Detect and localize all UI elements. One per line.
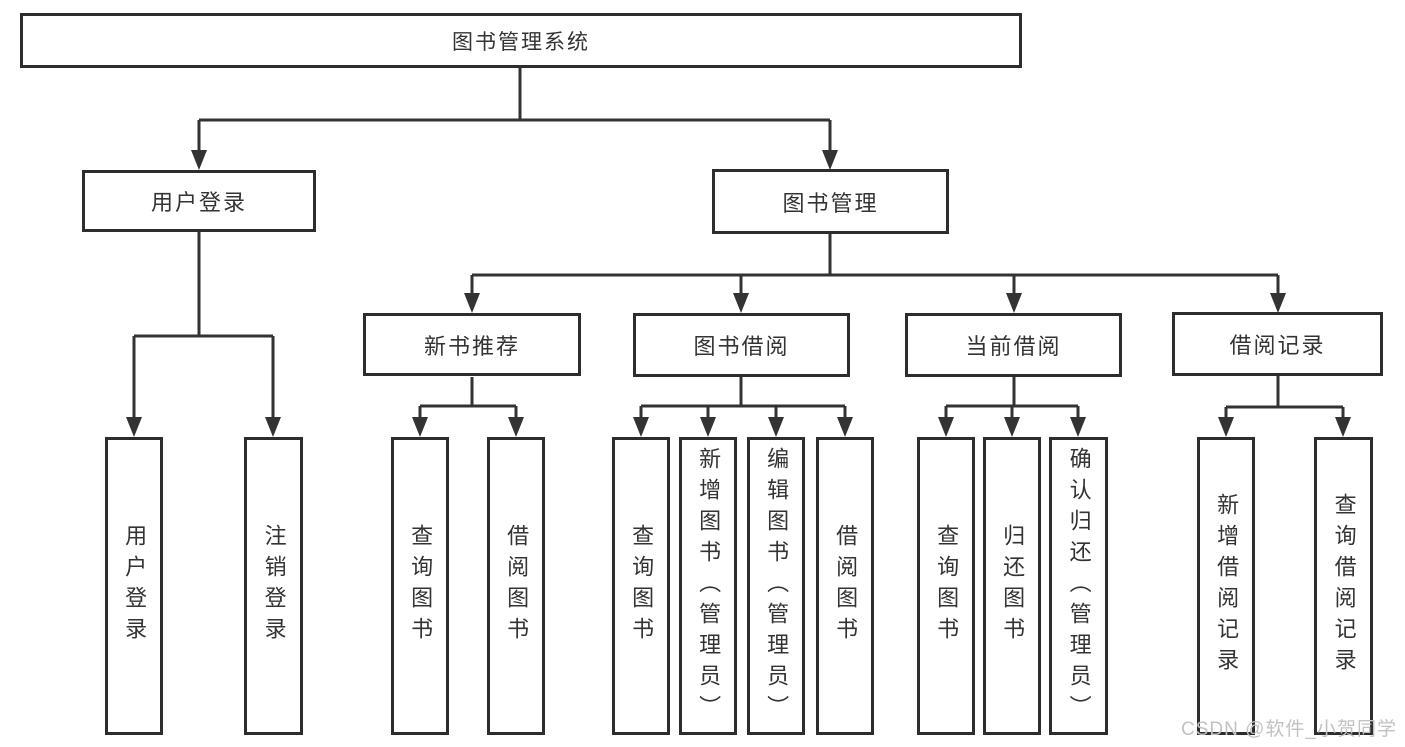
leaf-edit-books-admin: 编辑图书（管理员） bbox=[747, 437, 805, 735]
node-label: 图书管理系统 bbox=[452, 30, 590, 54]
leaf-label: 查询图书 bbox=[629, 524, 655, 648]
leaf-add-books-admin: 新增图书（管理员） bbox=[679, 437, 737, 735]
leaf-query-books-recommend: 查询图书 bbox=[391, 437, 449, 735]
leaf-label: 注销登录 bbox=[261, 524, 287, 648]
node-book-management: 图书管理 bbox=[712, 169, 949, 234]
node-current-borrowing: 当前借阅 bbox=[905, 313, 1122, 377]
node-book-borrowing: 图书借阅 bbox=[633, 313, 850, 377]
csdn-watermark: CSDN @软件_小贺同学 bbox=[1181, 719, 1397, 740]
leaf-label: 查询图书 bbox=[934, 524, 960, 648]
leaf-label: 用户登录 bbox=[122, 524, 148, 648]
leaf-query-borrow-record: 查询借阅记录 bbox=[1314, 437, 1373, 735]
leaf-logout: 注销登录 bbox=[244, 437, 303, 735]
node-borrowing-records: 借阅记录 bbox=[1172, 312, 1383, 376]
leaf-add-borrow-record: 新增借阅记录 bbox=[1197, 437, 1255, 735]
leaf-query-books-borrow: 查询图书 bbox=[612, 437, 670, 735]
leaf-label: 借阅图书 bbox=[833, 524, 859, 648]
node-label: 用户登录 bbox=[150, 190, 247, 215]
node-label: 图书管理 bbox=[782, 190, 879, 216]
leaf-label: 编辑图书（管理员） bbox=[764, 446, 790, 726]
leaf-label: 查询借阅记录 bbox=[1331, 493, 1357, 679]
node-label: 当前借阅 bbox=[965, 334, 1062, 359]
leaf-label: 新增借阅记录 bbox=[1214, 493, 1240, 679]
node-label: 图书借阅 bbox=[693, 334, 790, 359]
leaf-return-books: 归还图书 bbox=[983, 437, 1041, 735]
leaf-label: 借阅图书 bbox=[504, 524, 530, 648]
node-library-management-system: 图书管理系统 bbox=[20, 13, 1022, 68]
leaf-label: 查询图书 bbox=[408, 524, 434, 648]
leaf-user-login: 用户登录 bbox=[105, 437, 163, 735]
leaf-label: 新增图书（管理员） bbox=[696, 446, 722, 726]
node-label: 新书推荐 bbox=[423, 333, 520, 359]
leaf-label: 确认归还（管理员） bbox=[1066, 446, 1092, 726]
leaf-confirm-return-admin: 确认归还（管理员） bbox=[1049, 437, 1108, 735]
leaf-borrow-books-recommend: 借阅图书 bbox=[487, 437, 545, 735]
leaf-borrow-books: 借阅图书 bbox=[816, 437, 874, 735]
node-label: 借阅记录 bbox=[1229, 333, 1326, 358]
leaf-label: 归还图书 bbox=[1000, 524, 1026, 648]
node-new-book-recommend: 新书推荐 bbox=[363, 313, 581, 376]
leaf-query-books-current: 查询图书 bbox=[917, 437, 975, 735]
node-user-login: 用户登录 bbox=[82, 170, 316, 232]
